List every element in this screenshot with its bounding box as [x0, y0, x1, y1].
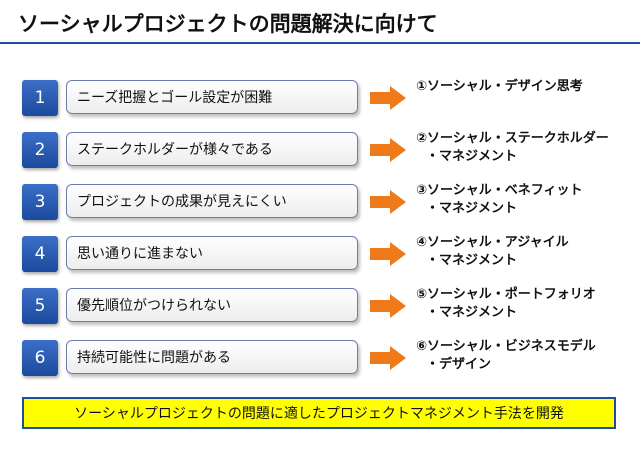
solution-line-2: ・マネジメント	[426, 149, 518, 164]
row-number-badge: 2	[22, 132, 58, 168]
right-arrow-icon	[370, 294, 406, 318]
problem-row-6: 6 持続可能性に問題がある ⑥ソーシャル・ビジネスモデル ・デザイン	[0, 338, 640, 380]
problem-row-3: 3 プロジェクトの成果が見えにくい ③ソーシャル・ベネフィット ・マネジメント	[0, 182, 640, 224]
row-number-badge: 3	[22, 184, 58, 220]
right-arrow-icon	[370, 190, 406, 214]
problem-box: 優先順位がつけられない	[66, 288, 358, 322]
problem-row-1: 1 ニーズ把握とゴール設定が困難 ①ソーシャル・デザイン思考	[0, 78, 640, 120]
solution-line-1: ⑤ソーシャル・ポートフォリオ	[416, 287, 596, 302]
conclusion-banner: ソーシャルプロジェクトの問題に適したプロジェクトマネジメント手法を開発	[22, 397, 616, 429]
problem-row-4: 4 思い通りに進まない ④ソーシャル・アジャイル ・マネジメント	[0, 234, 640, 276]
solution-line-2: ・マネジメント	[426, 305, 518, 320]
solution-line-1: ⑥ソーシャル・ビジネスモデル	[416, 339, 596, 354]
solution-line-2: ・デザイン	[426, 357, 492, 372]
right-arrow-icon	[370, 242, 406, 266]
solution-text: ①ソーシャル・デザイン思考	[416, 78, 636, 96]
problem-box: ニーズ把握とゴール設定が困難	[66, 80, 358, 114]
solution-line-1: ④ソーシャル・アジャイル	[416, 235, 569, 250]
problem-row-2: 2 ステークホルダーが様々である ②ソーシャル・ステークホルダー ・マネジメント	[0, 130, 640, 172]
solution-text: ④ソーシャル・アジャイル ・マネジメント	[416, 234, 636, 270]
solution-text: ⑤ソーシャル・ポートフォリオ ・マネジメント	[416, 286, 636, 322]
row-number-badge: 1	[22, 80, 58, 116]
problem-box: プロジェクトの成果が見えにくい	[66, 184, 358, 218]
solution-text: ⑥ソーシャル・ビジネスモデル ・デザイン	[416, 338, 636, 374]
right-arrow-icon	[370, 138, 406, 162]
solution-line-2: ・マネジメント	[426, 253, 518, 268]
solution-text: ③ソーシャル・ベネフィット ・マネジメント	[416, 182, 636, 218]
problem-box: ステークホルダーが様々である	[66, 132, 358, 166]
solution-text: ②ソーシャル・ステークホルダー ・マネジメント	[416, 130, 636, 166]
problem-box: 思い通りに進まない	[66, 236, 358, 270]
page-title: ソーシャルプロジェクトの問題解決に向けて	[18, 12, 438, 36]
solution-line-2: ・マネジメント	[426, 201, 518, 216]
solution-line-1: ③ソーシャル・ベネフィット	[416, 183, 583, 198]
right-arrow-icon	[370, 86, 406, 110]
problem-row-5: 5 優先順位がつけられない ⑤ソーシャル・ポートフォリオ ・マネジメント	[0, 286, 640, 328]
problem-box: 持続可能性に問題がある	[66, 340, 358, 374]
row-number-badge: 5	[22, 288, 58, 324]
right-arrow-icon	[370, 346, 406, 370]
solution-line-1: ①ソーシャル・デザイン思考	[416, 79, 583, 94]
row-number-badge: 6	[22, 340, 58, 376]
title-underline	[0, 42, 640, 44]
row-number-badge: 4	[22, 236, 58, 272]
solution-line-1: ②ソーシャル・ステークホルダー	[416, 131, 609, 146]
